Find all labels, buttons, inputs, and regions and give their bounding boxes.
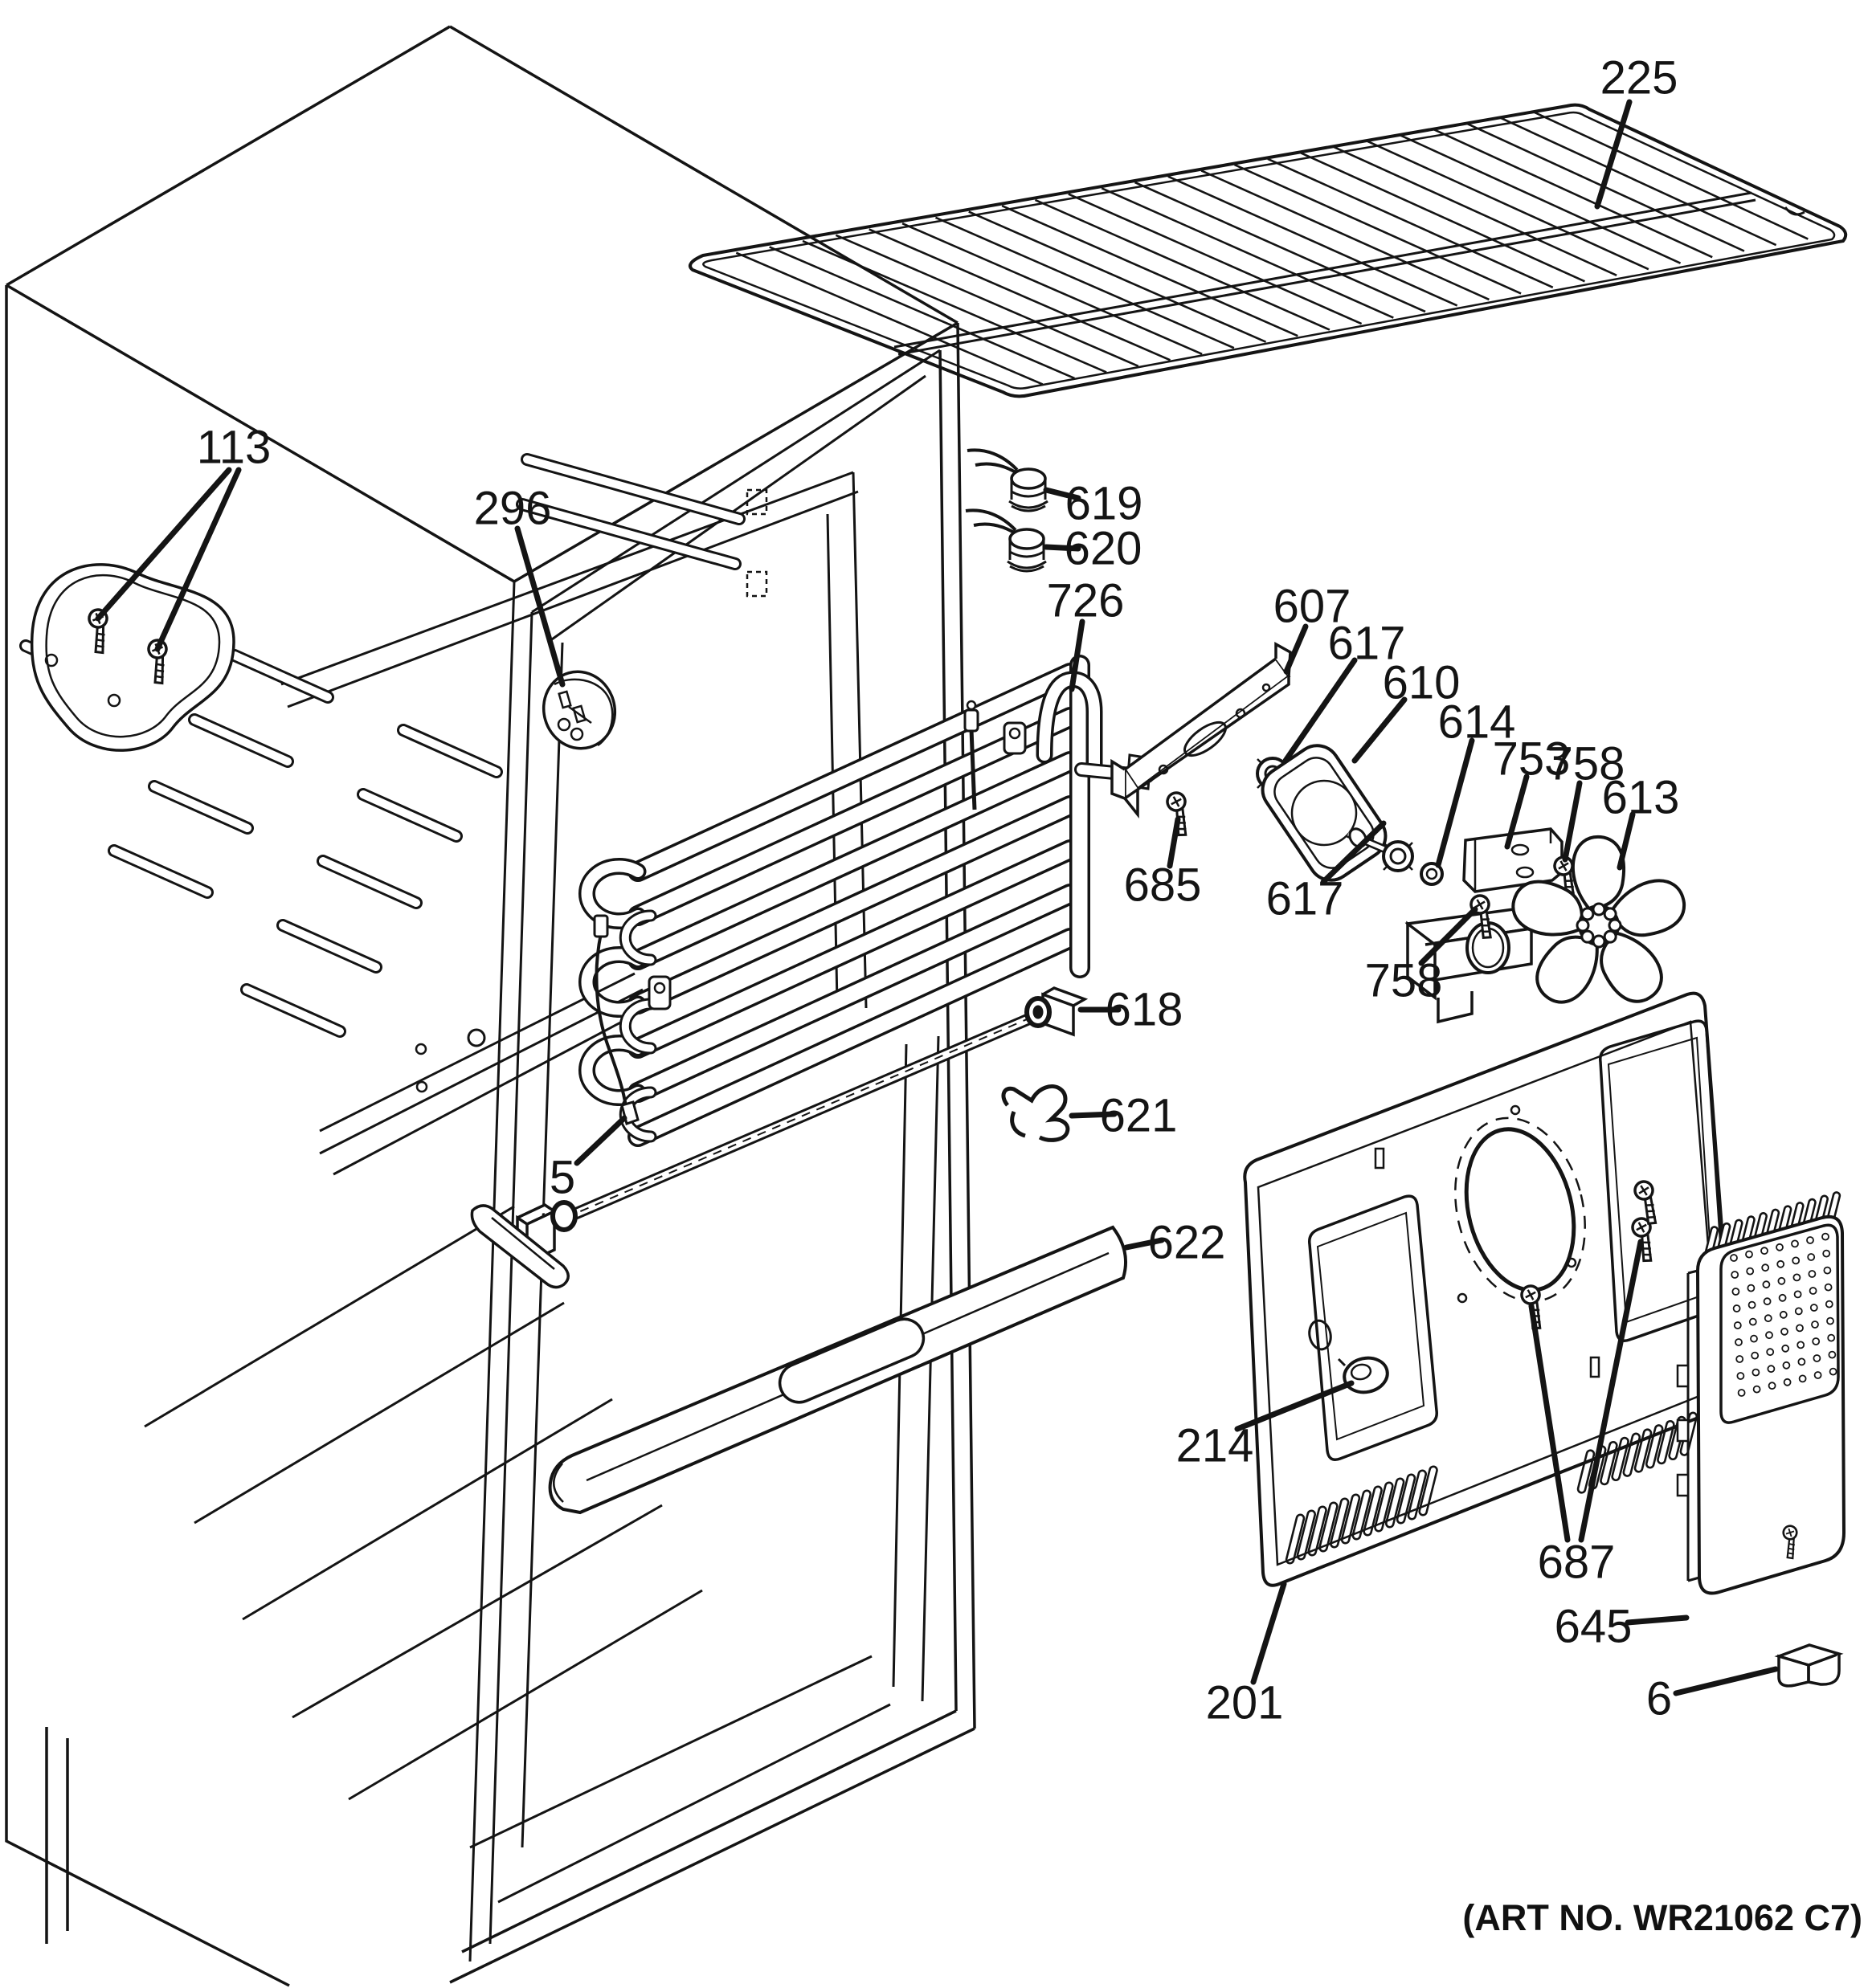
leader-freezer-wire-shelf [1594, 99, 1633, 210]
callout-sensor-right: 620 [1065, 523, 1142, 575]
callout-duct-end-cap: 6 [1646, 1673, 1672, 1725]
sensor-619 [967, 448, 1048, 512]
evaporator-assembly [578, 655, 1155, 1147]
fan-blade [1503, 828, 1686, 1011]
callout-fan-nut: 614 [1438, 696, 1516, 749]
leader-evaporator-tube-loop [1069, 618, 1085, 692]
leader-evaporator-fan-motor [1351, 696, 1408, 764]
callout-thermistor-wire: 5 [550, 1152, 575, 1204]
leader-motor-bracket [1504, 774, 1530, 850]
leader-support-bracket [1283, 623, 1309, 675]
art-number: (ART NO. WR21062 C7) [1462, 1897, 1862, 1938]
heater-clip [1001, 1084, 1070, 1142]
callout-plug-button: 214 [1176, 1420, 1254, 1472]
freezer-wire-shelf [689, 103, 1848, 398]
drain-trough [470, 1204, 1127, 1515]
leader-bracket-screw [1167, 816, 1181, 869]
leader-evaporator-cover [1250, 1581, 1287, 1685]
callout-bracket-screw: 685 [1124, 859, 1202, 912]
plug-button [1337, 1356, 1389, 1394]
leader-drain-trough [1123, 1237, 1165, 1251]
callout-fan-blade: 613 [1602, 772, 1680, 824]
callout-freezer-wire-shelf: 225 [1600, 52, 1678, 104]
air-duct [1676, 1191, 1846, 1595]
callout-evaporator-fan-motor: 610 [1383, 657, 1461, 709]
motor-grommet-rear [1382, 840, 1414, 872]
leader-bracket-screw-upper [1562, 780, 1583, 863]
callout-lamp-socket: 296 [474, 483, 552, 535]
leader-thermistor-wire [574, 1115, 627, 1166]
cover-and-screws [30, 563, 235, 752]
callout-bracket-screw-lower: 758 [1365, 955, 1443, 1007]
lamp-socket [542, 670, 617, 750]
evaporator-cover [1243, 991, 1736, 1587]
duct-end-cap [1774, 1643, 1844, 1688]
leader-fan-blade [1617, 811, 1636, 871]
leader-air-duct [1625, 1614, 1690, 1626]
callout-cover-and-screws: 113 [197, 422, 271, 474]
callout-evaporator-tube-loop: 726 [1047, 575, 1125, 627]
callout-air-duct: 645 [1555, 1601, 1633, 1653]
cabinet-outline [5, 25, 976, 1987]
leader-cover-screws [1578, 1239, 1644, 1543]
callout-heater-clip: 621 [1100, 1090, 1178, 1142]
support-bracket [1110, 642, 1292, 818]
leader-motor-grommet-front [1282, 657, 1358, 764]
leader-cover-and-screws [154, 467, 242, 652]
leader-duct-end-cap [1673, 1666, 1779, 1696]
leader-lamp-socket [514, 525, 566, 688]
callout-cover-screws: 687 [1538, 1537, 1616, 1589]
callout-motor-bracket: 753 [1493, 733, 1571, 786]
callout-drain-trough: 622 [1148, 1217, 1226, 1269]
leader-motor-grommet-rear [1320, 820, 1387, 885]
callout-motor-grommet-rear: 617 [1266, 873, 1344, 925]
leader-sensor-right [1043, 544, 1081, 552]
leader-plug-button [1234, 1380, 1355, 1432]
leader-cover-and-screws [95, 467, 232, 622]
callout-sensor-left: 619 [1065, 478, 1143, 530]
leader-bracket-screw-lower [1418, 906, 1478, 966]
callout-evaporator-cover: 201 [1206, 1677, 1284, 1729]
sensor-620 [965, 508, 1047, 573]
thermistor-wire [593, 914, 640, 1125]
leader-sensor-left [1043, 487, 1081, 501]
callout-defrost-heater: 618 [1106, 984, 1183, 1036]
callout-motor-grommet-front: 617 [1328, 618, 1406, 670]
callout-bracket-screw-upper: 758 [1547, 738, 1625, 790]
motor-bracket [1404, 827, 1563, 1024]
leader-heater-clip [1069, 1111, 1118, 1119]
fan-nut [1420, 862, 1444, 886]
callout-support-bracket: 607 [1273, 581, 1351, 633]
leader-cover-screws [1528, 1303, 1571, 1543]
leader-fan-nut [1435, 737, 1475, 868]
